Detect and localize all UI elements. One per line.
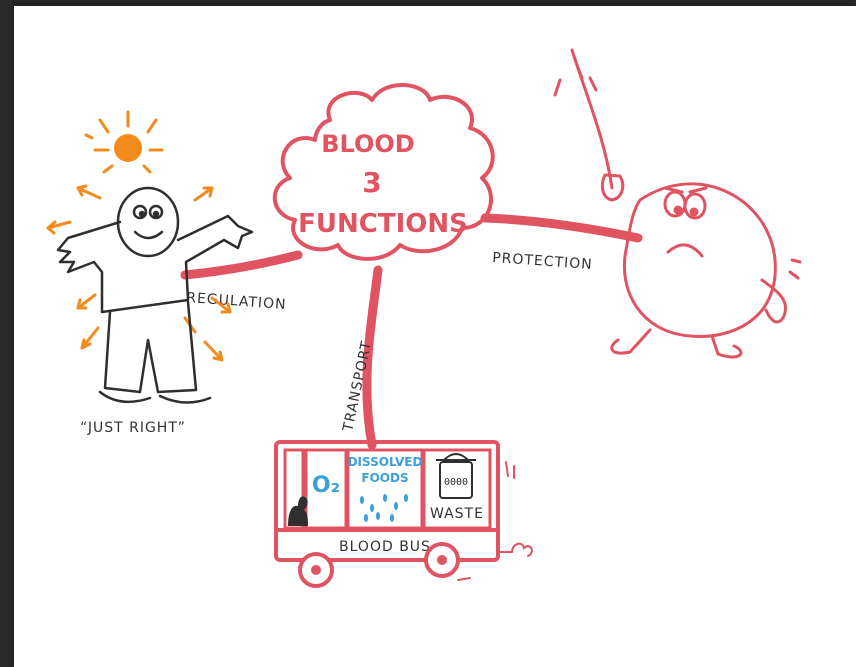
dissolved-label: DISSOLVED: [348, 455, 423, 469]
illustration-frame: BLOOD 3 FUNCTIONS REGULATION PROTECTION …: [14, 6, 856, 667]
oxygen-label: O₂: [312, 473, 340, 498]
trash-can-icon: [436, 453, 476, 499]
transport-branch: [362, 265, 383, 450]
regulation-figure: “JUST RIGHT”: [46, 110, 254, 436]
central-cloud: BLOOD 3 FUNCTIONS: [272, 83, 495, 261]
trash-can-label: 0000: [444, 477, 468, 488]
cloud-title-line-1: BLOOD: [321, 130, 414, 158]
blood-bus: O₂ DISSOLVED FOODS 0000 WASTE BLOOD BUS: [274, 440, 533, 588]
regulation-label: REGULATION: [186, 290, 287, 313]
foods-label: FOODS: [361, 471, 408, 485]
protection-label: PROTECTION: [492, 250, 593, 273]
blood-functions-diagram: BLOOD 3 FUNCTIONS REGULATION PROTECTION …: [46, 48, 802, 588]
white-blood-cell-figure: [553, 48, 802, 359]
just-right-caption: “JUST RIGHT”: [80, 420, 186, 436]
bus-name: BLOOD BUS: [339, 539, 431, 555]
exhaust-icon: [457, 461, 533, 581]
regulation-branch: [180, 250, 303, 280]
food-drops-icon: [360, 494, 408, 522]
heat-arrows-icon: [46, 184, 232, 362]
driver-icon: [288, 496, 308, 526]
protection-branch: [480, 213, 643, 243]
cloud-title-line-3: FUNCTIONS: [298, 209, 468, 239]
sun-icon: [114, 134, 142, 162]
cloud-title-line-2: 3: [362, 166, 381, 199]
waste-label: WASTE: [430, 506, 484, 522]
sun-rays-icon: [84, 110, 164, 174]
